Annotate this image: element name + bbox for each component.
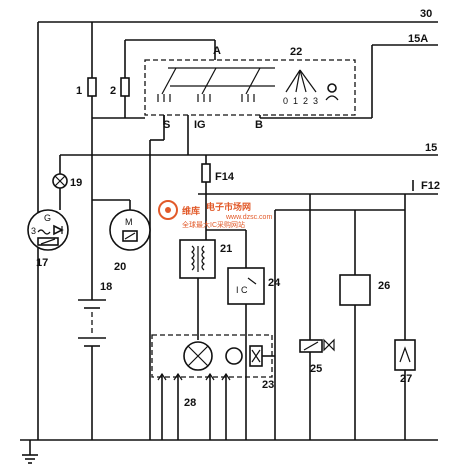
rail-f12: F12 [198,180,440,195]
terminal-ig: IG [194,119,206,131]
rail-15a-label: 15A [408,33,428,45]
generator: G 3 17 [27,209,69,269]
spark-plug-leads-label: 28 [184,397,196,409]
starter-motor: M 20 [109,209,151,273]
switch-contacts [157,67,275,102]
ignition-switch-label: 22 [290,46,302,58]
key-icon [325,83,339,101]
watermark-slogan: 全球最大IC采购网站 [182,220,245,229]
rail-15-label: 15 [425,142,437,154]
control-unit: 26 [339,274,390,306]
ignition-module: I C 24 [227,267,281,305]
generator-phase-label: 3 [31,226,36,236]
fuse-f14-label: F14 [215,171,235,183]
indicator-lamp: 19 [52,173,82,189]
fuse-1: 1 [76,77,97,97]
watermark-brand: 维库 [182,205,200,217]
rail-15a: 15A [371,33,438,118]
fuse-1-label: 1 [76,85,82,97]
ground-bus [20,439,438,464]
ignition-switch: 22 A S IG B 0 1 2 3 [144,45,356,131]
control-unit-label: 26 [378,280,390,292]
fuse-2-label: 2 [110,85,116,97]
ignition-coil: 21 [179,239,232,279]
rail-30: 30 [38,8,438,23]
position-fan: 0 1 2 3 [283,69,339,106]
rail-15: 15 [188,142,438,156]
fuse-2: 2 [110,40,130,118]
distributor-label: 23 [262,379,274,391]
indicator-lamp-label: 19 [70,177,82,189]
ignition-coil-label: 21 [220,243,232,255]
rail-f12-label: F12 [421,180,440,192]
watermark: 维库 电子市场网 www.dzsc.com 全球最大IC采购网站 [158,200,272,229]
battery: 18 [78,281,112,440]
fuse-f14: F14 [201,155,235,230]
terminal-b: B [255,119,263,131]
position-0: 0 [283,96,288,106]
position-3: 3 [313,96,318,106]
sensor-label: 27 [400,373,412,385]
terminal-s: S [163,119,170,131]
terminal-a: A [213,45,221,57]
rail-30-label: 30 [420,8,432,20]
spark-plug-leads: 28 [157,372,231,440]
position-2: 2 [303,96,308,106]
sensor: 27 [394,339,416,385]
starter-m-label: M [125,217,133,227]
solenoid-valve: 25 [299,338,335,375]
position-1: 1 [293,96,298,106]
solenoid-valve-label: 25 [310,363,322,375]
distributor: 23 [151,334,274,391]
watermark-logo-icon [158,200,178,220]
starter-motor-label: 20 [114,261,126,273]
generator-g-label: G [44,213,51,223]
watermark-url: www.dzsc.com [225,214,272,221]
generator-label: 17 [36,257,48,269]
ignition-module-ic: I C [236,285,248,295]
watermark-title: 电子市场网 [206,201,251,213]
battery-label: 18 [100,281,112,293]
diode-icon [53,224,64,236]
